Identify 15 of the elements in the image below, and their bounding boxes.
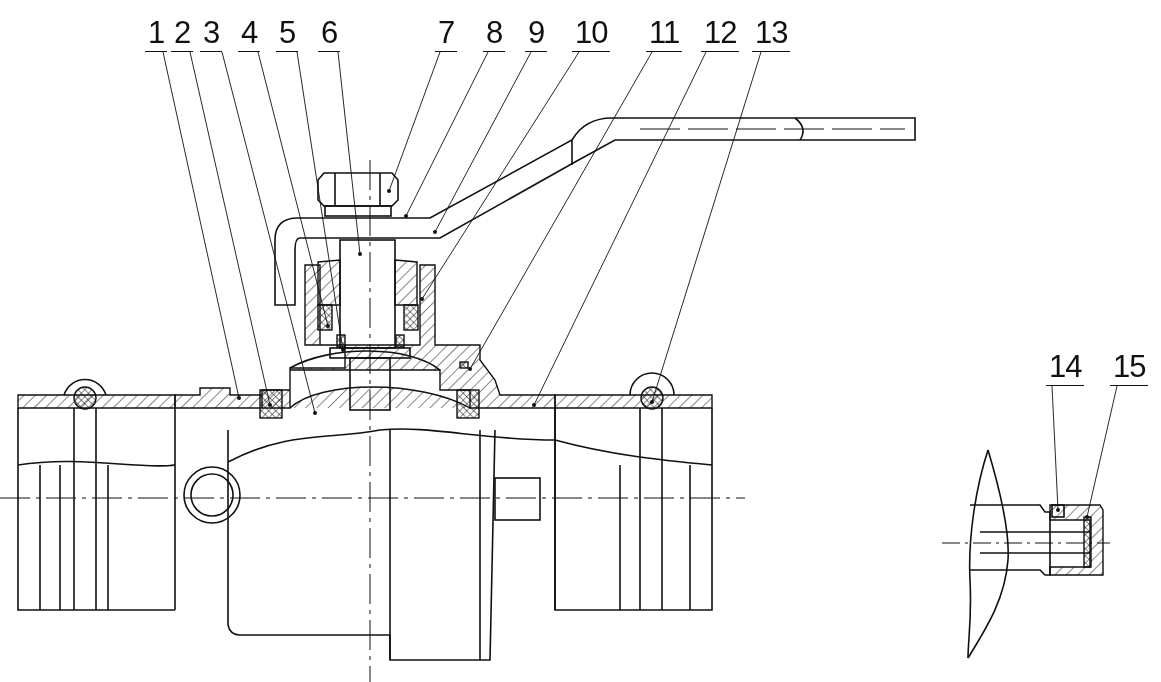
callout-number: 9 [525, 14, 548, 52]
callout-number: 15 [1110, 348, 1149, 386]
callout-number: 8 [483, 14, 506, 52]
callout-number: 2 [171, 14, 194, 52]
callout-number: 14 [1046, 348, 1085, 386]
callout-number: 7 [435, 14, 458, 52]
callout-number: 5 [276, 14, 299, 52]
callout-number: 11 [646, 14, 683, 52]
callout-number: 1 [145, 14, 168, 52]
callout-number: 12 [701, 14, 740, 52]
callout-number: 10 [572, 14, 611, 52]
callout-number: 4 [238, 14, 261, 52]
callout-number: 13 [752, 14, 791, 52]
callout-number: 3 [200, 14, 223, 52]
callout-number: 6 [318, 14, 341, 52]
